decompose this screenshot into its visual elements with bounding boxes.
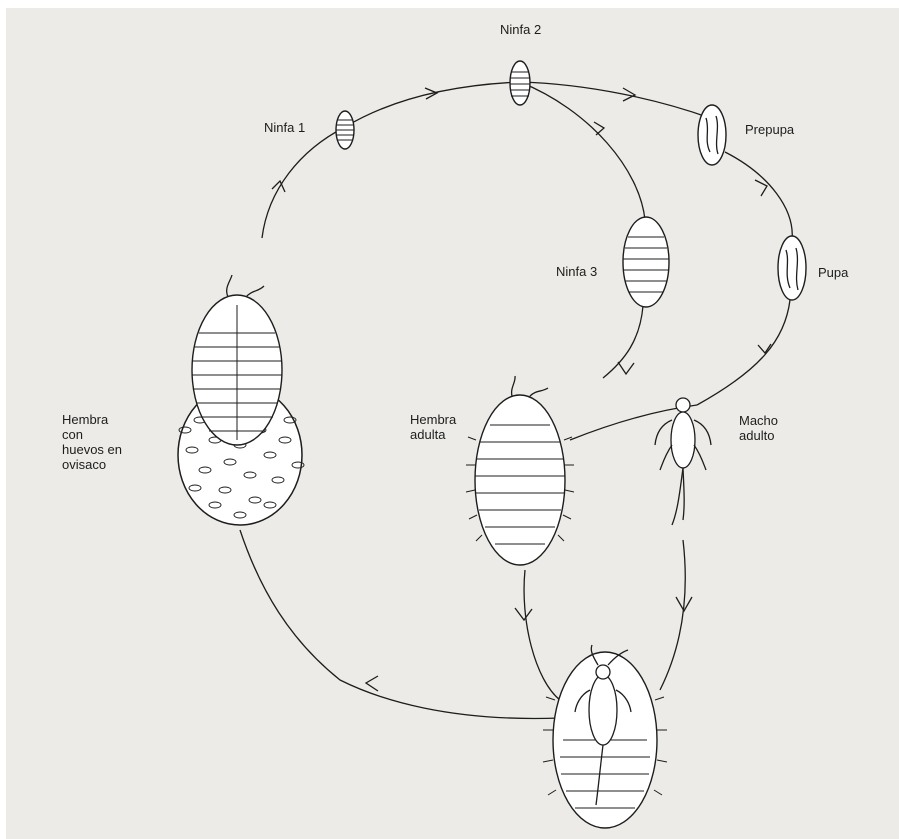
label-pupa: Pupa	[818, 265, 848, 280]
prepupa-cocoon	[698, 105, 726, 165]
path-prepupa-to-pupa	[725, 152, 792, 240]
label-hembra-ovisaco: Hembra con huevos en ovisaco	[62, 412, 122, 472]
arrow-icon	[755, 180, 767, 196]
label-macho-adulto: Macho adulto	[739, 413, 778, 443]
label-ninfa3: Ninfa 3	[556, 264, 597, 279]
mating-pair	[543, 645, 667, 828]
path-pupa-to-male	[697, 300, 790, 405]
arrowheads	[272, 88, 771, 691]
arrow-icon	[618, 362, 634, 374]
arrow-icon	[515, 608, 532, 620]
adult-female	[466, 376, 574, 565]
ninfa3-insect	[623, 217, 669, 307]
ninfa2-insect	[510, 61, 530, 105]
path-ninfa2-to-prepupa	[520, 82, 710, 118]
female-with-ovisac	[178, 275, 304, 525]
arrow-icon	[366, 676, 378, 691]
label-ninfa1: Ninfa 1	[264, 120, 305, 135]
path-female-to-mating	[524, 570, 560, 700]
arrow-icon	[594, 122, 604, 135]
path-ninfa3-to-female	[603, 306, 643, 378]
path-ninfa2-to-ninfa3	[520, 82, 645, 220]
label-prepupa: Prepupa	[745, 122, 794, 137]
arrow-icon	[758, 344, 771, 353]
label-ninfa2: Ninfa 2	[500, 22, 541, 37]
pupa-cocoon	[778, 236, 806, 300]
path-female-to-ninfa1	[262, 127, 345, 238]
ninfa1-insect	[336, 111, 354, 149]
label-hembra-adulta: Hembra adulta	[410, 412, 456, 442]
adult-male	[655, 398, 711, 525]
path-male-to-mating	[660, 540, 685, 690]
arrow-icon	[272, 181, 285, 192]
path-ninfa1-to-ninfa2	[345, 82, 520, 127]
